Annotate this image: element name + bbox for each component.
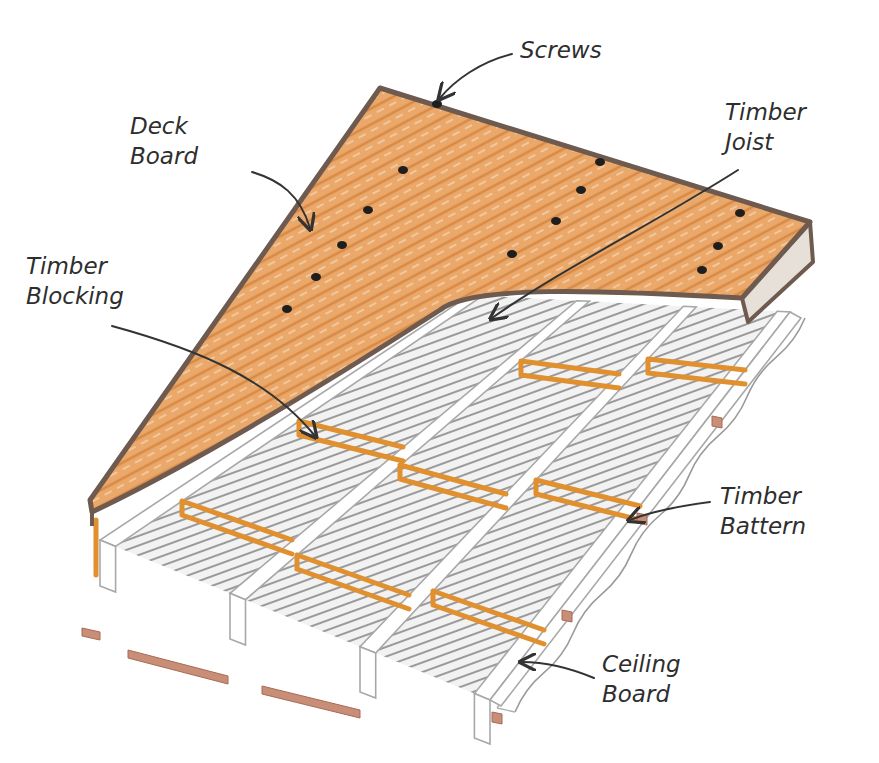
part-label: Ceiling Board [602, 650, 681, 710]
deck-board [90, 88, 813, 526]
part-label: Timber Blocking [26, 252, 124, 312]
leader-lines [112, 54, 738, 678]
part-label: Deck Board [130, 112, 198, 172]
part-label: Screws [520, 36, 602, 66]
part-label: Timber Battern [720, 482, 806, 542]
part-label: Timber Joist [725, 98, 806, 158]
